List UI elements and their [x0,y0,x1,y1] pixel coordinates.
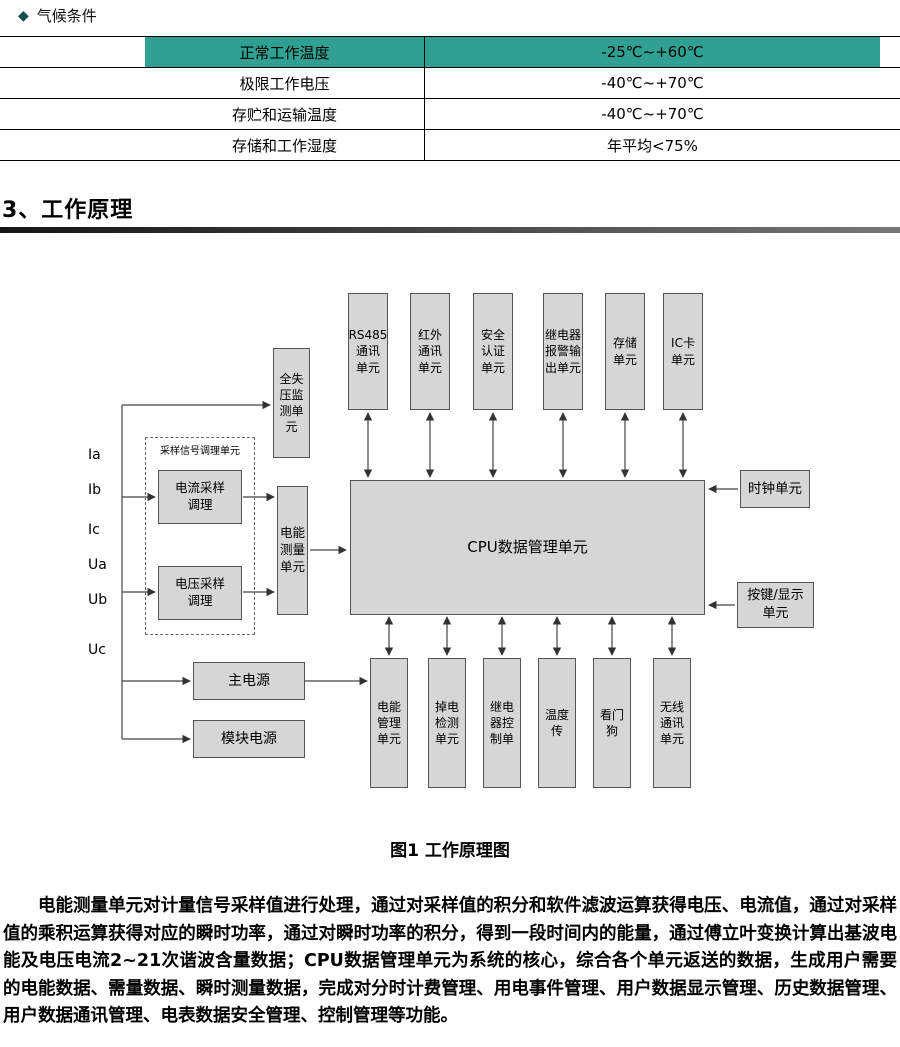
figure-caption: 图1 工作原理图 [390,841,510,861]
table-row: 极限工作电压 -40℃~+70℃ [0,68,900,99]
body-paragraph: 电能测量单元对计量信号采样值进行处理，通过对采样值的积分和软件滤波运算获得电压、… [3,896,897,1026]
sampling-signal-group-box [145,437,255,635]
box-ic-card-unit: IC卡 单元 [663,293,703,410]
table-cell-label: 存贮和运输温度 [145,99,425,129]
box-storage-unit: 存储 单元 [605,293,645,410]
table-cell-label: 正常工作温度 [145,37,425,67]
signal-label-ua: Ua [88,557,107,573]
section-divider-bar [0,227,900,233]
box-rs485-comm-unit: RS485 通讯 单元 [348,293,388,410]
box-temperature-sensor-unit: 温度 传 [538,658,576,788]
right-side-connectors [708,484,738,610]
box-power-down-detect-unit: 掉电 检测 单元 [428,658,466,788]
table-cell-value: -25℃~+60℃ [601,43,704,61]
bottom-row-connectors [384,616,677,656]
top-row-connectors [363,412,688,478]
box-relay-control-unit: 继电 器控 制单 [483,658,521,788]
climate-section-header: ◆ 气候条件 [18,5,97,26]
box-watchdog-unit: 看门 狗 [593,658,631,788]
signal-label-ub: Ub [88,592,108,608]
table-cell-label: 极限工作电压 [145,68,425,98]
climate-table: 正常工作温度 -25℃~+60℃ 极限工作电压 -40℃~+70℃ 存贮和运输温… [0,36,900,161]
signal-label-ic: Ic [88,522,100,538]
box-security-auth-unit: 安全 认证 单元 [473,293,513,410]
table-cell-value: -40℃~+70℃ [601,74,704,92]
climate-section-title: 气候条件 [36,7,97,25]
signal-label-uc: Uc [88,642,106,658]
table-cell-value: 年平均<75% [607,136,698,155]
box-current-sampling-conditioning: 电流采样 调理 [158,470,242,524]
table-row: 存储和工作湿度 年平均<75% [0,130,900,161]
table-row: 正常工作温度 -25℃~+60℃ [0,36,900,68]
section-heading: 3、工作原理 [2,198,134,223]
box-relay-alarm-output-unit: 继电器 报警输 出单元 [543,293,583,410]
table-row: 存贮和运输温度 -40℃~+70℃ [0,99,900,130]
signal-label-ia: Ia [88,447,101,463]
box-wireless-comm-unit: 无线 通讯 单元 [653,658,691,788]
diamond-bullet-icon: ◆ [18,7,29,24]
signal-label-ib: Ib [88,482,102,498]
table-cell-value: -40℃~+70℃ [601,105,704,123]
box-main-power: 主电源 [193,662,305,700]
box-clock-unit: 时钟单元 [740,470,810,508]
table-cell-label: 存储和工作湿度 [145,130,425,160]
box-energy-measurement-unit: 电能 测量 单元 [277,486,308,615]
sampling-signal-group-label: 采样信号调理单元 [160,446,240,457]
box-full-voltage-loss-monitor-unit: 全失 压监 测单 元 [273,348,310,458]
box-cpu-data-management-unit: CPU数据管理单元 [350,480,705,615]
box-key-display-unit: 按键/显示 单元 [737,582,814,628]
box-voltage-sampling-conditioning: 电压采样 调理 [158,566,242,620]
box-infrared-comm-unit: 红外 通讯 单元 [410,293,450,410]
box-energy-management-unit: 电能 管理 单元 [370,658,408,788]
box-module-power: 模块电源 [193,720,305,758]
